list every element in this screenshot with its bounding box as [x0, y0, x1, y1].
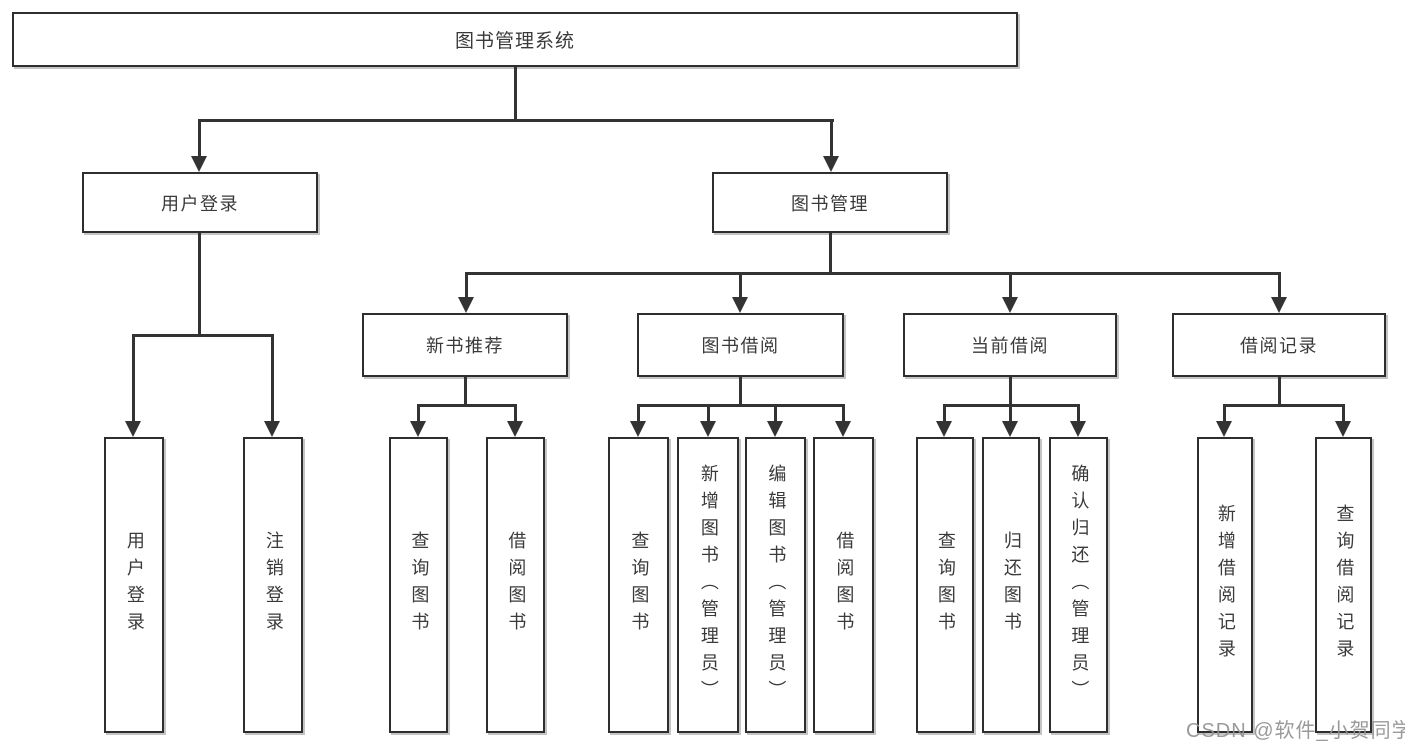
arrow-down-icon [732, 297, 748, 313]
leaf-cb-return-books: 归还图书 [982, 437, 1040, 733]
node-book-borrowing: 图书借阅 [637, 313, 844, 377]
connector-borrowrecords-crossbar [1223, 404, 1345, 407]
connector-bookborrow-crossbar [637, 404, 845, 407]
connector-drop-book-management [830, 119, 833, 163]
connector-userlogin-stem [198, 233, 201, 337]
connector-drop-leaf [417, 404, 420, 427]
arrow-down-icon [264, 421, 280, 437]
arrow-down-icon [1216, 421, 1232, 437]
node-new-book-recommend: 新书推荐 [362, 313, 568, 377]
node-label: 借阅图书 [506, 531, 527, 639]
leaf-br-query-record: 查询借阅记录 [1315, 437, 1372, 733]
node-label: 归还图书 [1001, 531, 1022, 639]
node-label: 编辑图书（管理员） [766, 463, 787, 707]
arrow-down-icon [458, 297, 474, 313]
leaf-cb-confirm-return-admin: 确认归还（管理员） [1049, 437, 1108, 733]
leaf-br-add-record: 新增借阅记录 [1197, 437, 1253, 733]
connector-bookmgmt-stem [829, 233, 832, 275]
node-label: 当前借阅 [971, 336, 1049, 356]
connector-drop-leaf [514, 404, 517, 427]
connector-drop-leaf [271, 334, 274, 425]
node-label: 图书管理 [791, 193, 869, 214]
arrow-down-icon [1002, 297, 1018, 313]
node-label: 图书管理系统 [454, 31, 575, 52]
connector-drop-level3 [1278, 272, 1281, 303]
node-label: 查询图书 [629, 531, 650, 639]
arrow-down-icon [125, 421, 141, 437]
node-user-login: 用户登录 [82, 172, 318, 233]
node-label: 新增图书（管理员） [698, 463, 719, 707]
csdn-watermark: CSDN @软件_小贺同学 [1186, 720, 1405, 742]
connector-drop-level3 [465, 272, 468, 303]
node-label: 查询图书 [935, 531, 956, 639]
connector-newbook-crossbar [417, 404, 517, 407]
arrow-down-icon [410, 421, 426, 437]
connector-drop-level3 [1009, 272, 1012, 303]
connector-drop-leaf [1077, 404, 1080, 427]
node-label: 查询图书 [409, 531, 430, 639]
node-label: 确认归还（管理员） [1069, 463, 1090, 707]
leaf-bb-edit-books-admin: 编辑图书（管理员） [745, 437, 806, 733]
leaf-user-login: 用户登录 [104, 437, 164, 733]
node-current-borrowing: 当前借阅 [903, 313, 1117, 377]
node-label: 借阅图书 [834, 531, 855, 639]
connector-drop-leaf [707, 404, 710, 427]
connector-drop-user-login [198, 119, 201, 163]
connector-drop-leaf [1342, 404, 1345, 427]
leaf-nb-query-books: 查询图书 [389, 437, 448, 733]
arrow-down-icon [1271, 297, 1287, 313]
leaf-nb-borrow-books: 借阅图书 [486, 437, 545, 733]
arrow-down-icon [191, 156, 207, 172]
leaf-cb-query-books: 查询图书 [916, 437, 974, 733]
leaf-logout: 注销登录 [243, 437, 303, 733]
arrow-down-icon [1002, 421, 1018, 437]
connector-drop-leaf [1009, 404, 1012, 427]
connector-root-crossbar [198, 119, 834, 122]
node-label: 注销登录 [263, 531, 284, 639]
connector-drop-level3 [739, 272, 742, 303]
leaf-bb-add-books-admin: 新增图书（管理员） [677, 437, 739, 733]
connector-bookmgmt-crossbar [465, 272, 1281, 275]
node-label: 新书推荐 [426, 336, 504, 356]
leaf-bb-query-books: 查询图书 [608, 437, 669, 733]
connector-drop-leaf [637, 404, 640, 427]
node-label: 新增借阅记录 [1215, 504, 1236, 666]
arrow-down-icon [1335, 421, 1351, 437]
arrow-down-icon [767, 421, 783, 437]
node-borrow-records: 借阅记录 [1172, 313, 1386, 377]
connector-drop-leaf [774, 404, 777, 427]
node-book-management: 图书管理 [712, 172, 948, 233]
connector-bookborrow-stem [739, 377, 742, 406]
arrow-down-icon [835, 421, 851, 437]
node-label: 借阅记录 [1240, 336, 1318, 356]
connector-drop-leaf [943, 404, 946, 427]
connector-userlogin-crossbar [132, 334, 274, 337]
connector-drop-leaf [132, 334, 135, 425]
arrow-down-icon [823, 156, 839, 172]
node-label: 用户登录 [161, 193, 239, 214]
node-label: 图书借阅 [701, 336, 780, 356]
arrow-down-icon [700, 421, 716, 437]
arrow-down-icon [1070, 421, 1086, 437]
connector-newbook-stem [464, 377, 467, 407]
node-label: 查询借阅记录 [1334, 504, 1355, 666]
connector-drop-leaf [1223, 404, 1226, 427]
arrow-down-icon [936, 421, 952, 437]
node-root-library-system: 图书管理系统 [12, 12, 1018, 67]
arrow-down-icon [630, 421, 646, 437]
arrow-down-icon [507, 421, 523, 437]
leaf-bb-borrow-books: 借阅图书 [813, 437, 874, 733]
connector-drop-leaf [842, 404, 845, 427]
connector-borrowrecords-stem [1278, 377, 1281, 406]
node-label: 用户登录 [124, 531, 145, 639]
connector-root-stem [514, 67, 517, 120]
connector-currentborrow-stem [1009, 377, 1012, 406]
